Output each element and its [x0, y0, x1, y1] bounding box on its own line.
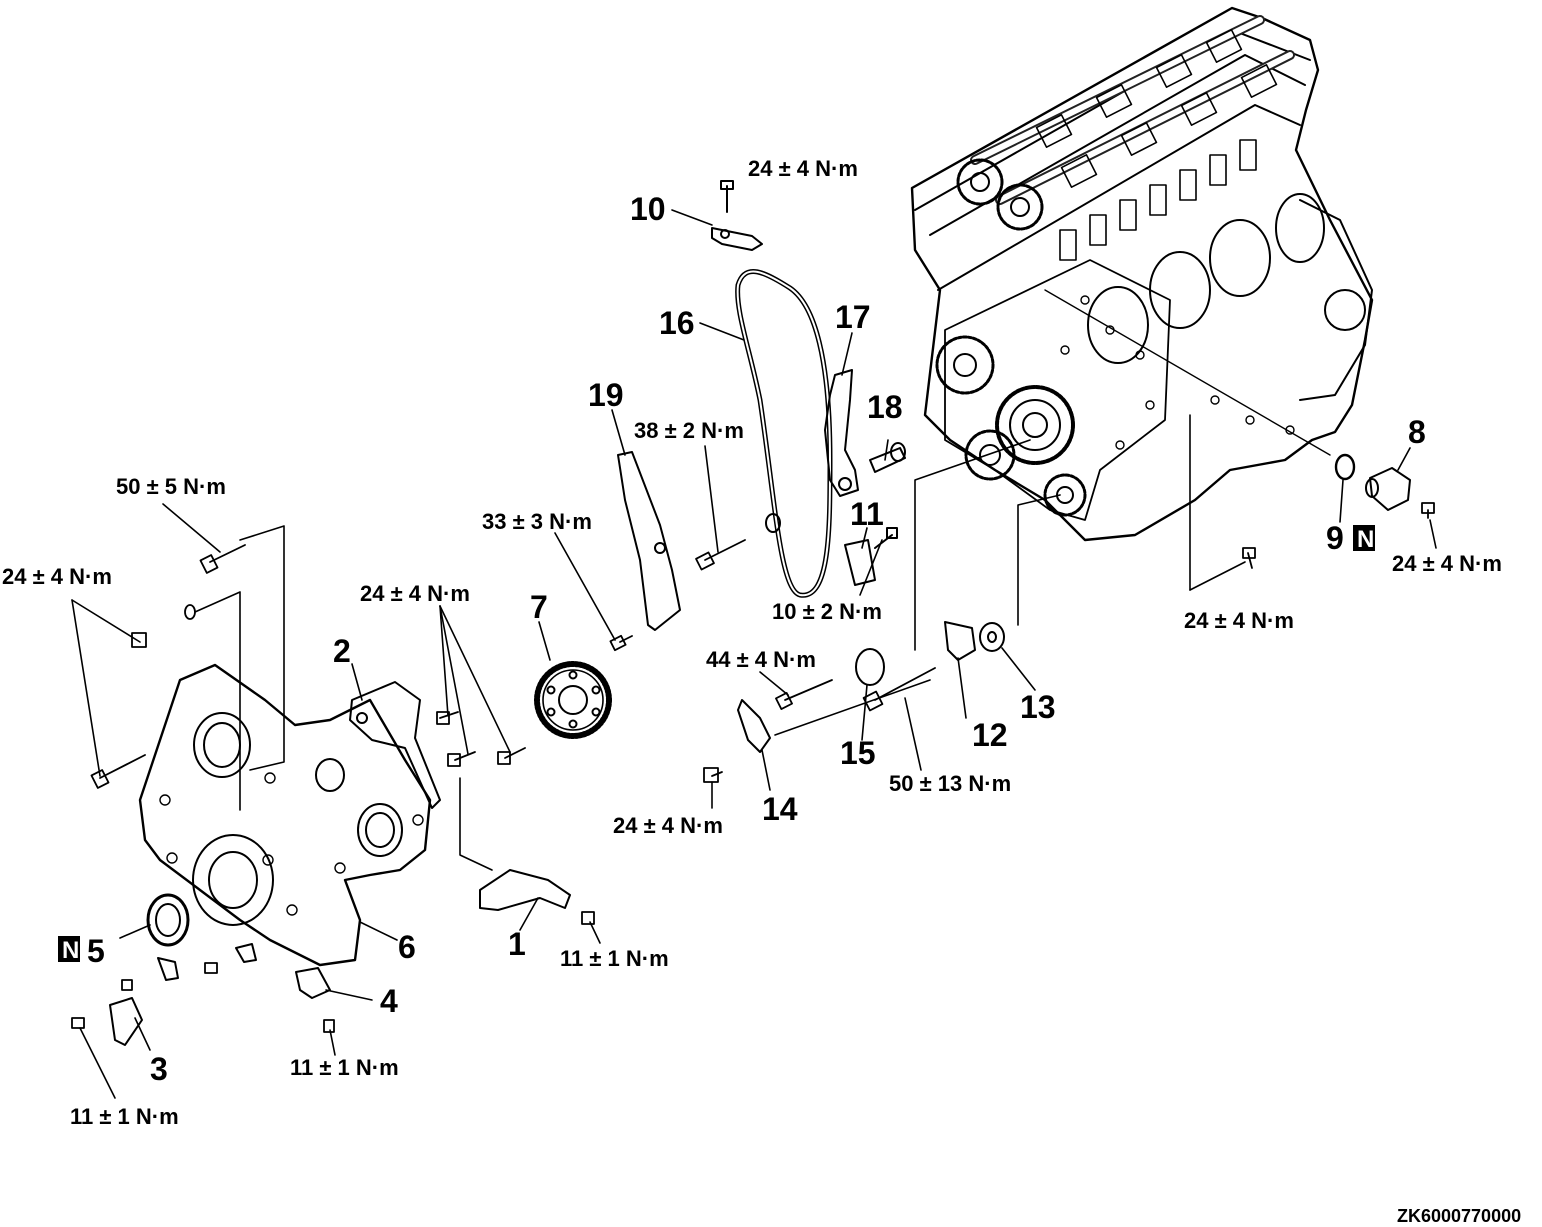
- torque-label: 38 ± 2 N·m: [634, 418, 744, 443]
- bolts: [71, 502, 1435, 1033]
- torque-label: 50 ± 13 N·m: [889, 771, 1011, 796]
- torque-label: 24 ± 4 N·m: [2, 564, 112, 589]
- torque-label: 10 ± 2 N·m: [772, 599, 882, 624]
- engine-block: [910, 6, 1374, 542]
- callout-5: 5: [87, 933, 105, 969]
- torque-label: 11 ± 1 N·m: [290, 1055, 399, 1080]
- callout-14: 14: [762, 791, 798, 827]
- callout-12: 12: [972, 717, 1008, 753]
- callout-17: 17: [835, 299, 871, 335]
- callout-7: 7: [530, 589, 548, 625]
- svg-text:N: N: [1357, 526, 1374, 553]
- callout-2: 2: [333, 633, 351, 669]
- diagram-code: ZK6000770000: [1397, 1206, 1521, 1226]
- torque-label: 11 ± 1 N·m: [560, 946, 669, 971]
- part-8: [1369, 467, 1411, 511]
- callout-4: 4: [380, 983, 398, 1019]
- callout-3: 3: [150, 1051, 168, 1087]
- callout-8: 8: [1408, 414, 1426, 450]
- torque-label: 24 ± 4 N·m: [360, 581, 470, 606]
- callout-10: 10: [630, 191, 666, 227]
- torque-label: 50 ± 5 N·m: [116, 474, 226, 499]
- bracket-1: [479, 869, 571, 911]
- chain-guide: [617, 451, 681, 631]
- callout-16: 16: [659, 305, 695, 341]
- torque-label: 11 ± 1 N·m: [70, 1104, 179, 1129]
- callout-11: 11: [850, 496, 884, 532]
- callout-6: 6: [398, 929, 416, 965]
- tensioner-lever: [824, 369, 859, 497]
- plate-15: [855, 648, 885, 686]
- washer-13: [979, 622, 1005, 652]
- svg-text:N: N: [62, 937, 79, 964]
- oil-seal: [146, 893, 190, 947]
- bracket-2: [349, 681, 441, 809]
- callout-15: 15: [840, 735, 876, 771]
- chain-tensioner: [844, 539, 876, 586]
- callout-19: 19: [588, 377, 624, 413]
- new-part-marker-5: N: [58, 936, 80, 964]
- sensor-4: [295, 967, 331, 999]
- torque-label: 24 ± 4 N·m: [613, 813, 723, 838]
- tensioner-bracket: [711, 227, 763, 251]
- seal-9: [1334, 453, 1356, 481]
- callout-9: 9: [1326, 520, 1344, 556]
- torque-label: 24 ± 4 N·m: [1184, 608, 1294, 633]
- new-part-marker-9: N: [1353, 525, 1375, 553]
- torque-label: 24 ± 4 N·m: [748, 156, 858, 181]
- torque-label: 24 ± 4 N·m: [1392, 551, 1502, 576]
- timing-cover: [138, 663, 441, 967]
- leader-lines: [71, 209, 1437, 1099]
- sensor-3: [109, 997, 143, 1046]
- bracket-12: [944, 621, 976, 661]
- torque-label: 33 ± 3 N·m: [482, 509, 592, 534]
- sensor-14: [737, 699, 771, 753]
- timing-chain: [735, 269, 833, 598]
- torque-label: 44 ± 4 N·m: [706, 647, 816, 672]
- callout-1: 1: [508, 926, 526, 962]
- crank-sprocket: [534, 661, 612, 739]
- callout-13: 13: [1020, 689, 1056, 725]
- callout-18: 18: [867, 389, 903, 425]
